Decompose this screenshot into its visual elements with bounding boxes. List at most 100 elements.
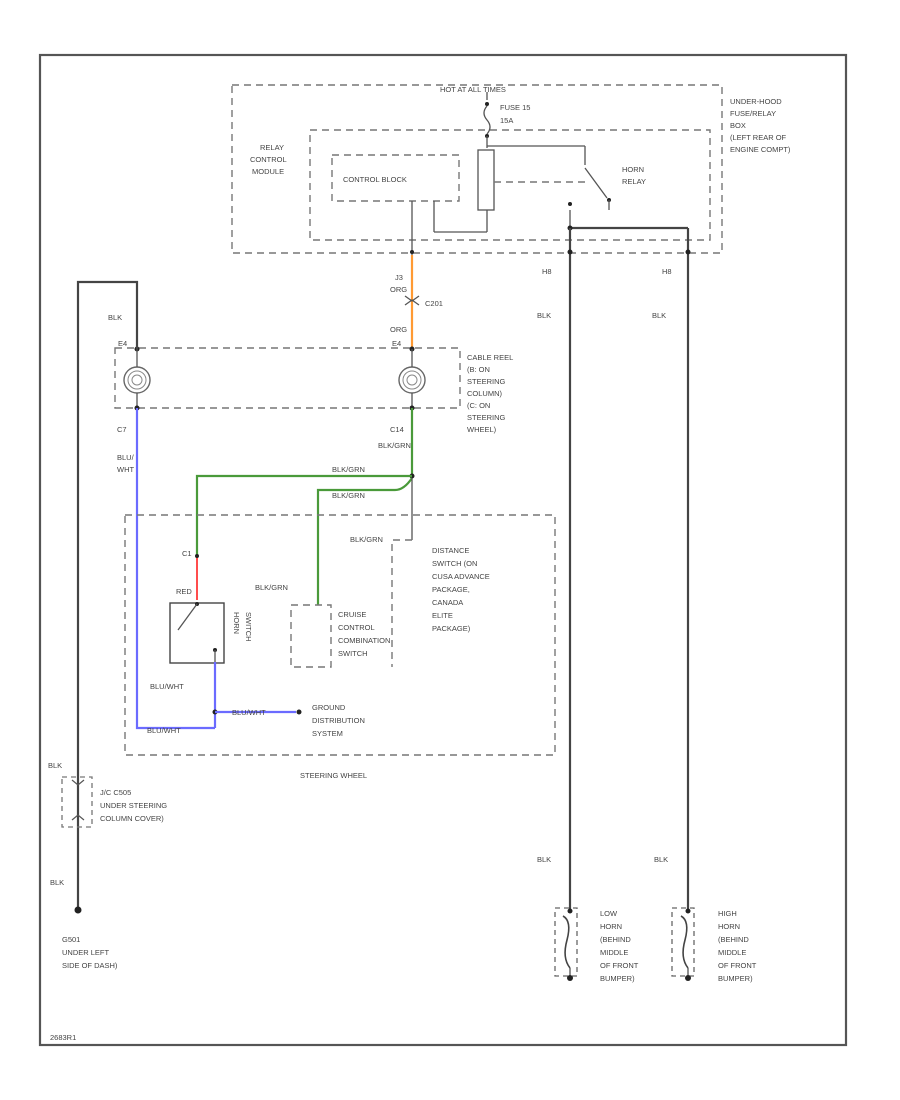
cable-reel-box (114, 347, 461, 409)
label-cable-reel-5: (C: ON (467, 401, 490, 410)
label-cruise-4: SWITCH (338, 649, 368, 658)
label-low-horn-3: (BEHIND (600, 935, 631, 944)
control-block (331, 154, 460, 202)
label-org-2: ORG (390, 325, 407, 334)
high-horn-symbol (671, 907, 695, 981)
label-blu-wht-2: WHT (117, 465, 134, 474)
label-underhood-1: UNDER-HOOD (730, 97, 782, 106)
label-relay-control-module-2: CONTROL (250, 155, 287, 164)
label-pin-j3: J3 (395, 273, 403, 282)
label-e4-left: E4 (118, 339, 127, 348)
label-high-horn-1: HIGH (718, 909, 737, 918)
label-cable-reel-4: COLUMN) (467, 389, 503, 398)
label-cable-reel-6: STEERING (467, 413, 506, 422)
label-steering-wheel: STEERING WHEEL (300, 771, 367, 780)
label-distance-1: DISTANCE (432, 546, 469, 555)
underhood-fuse-relay-box (231, 84, 723, 254)
connector-c201 (404, 295, 420, 306)
cable-reel-left-spring (123, 346, 151, 411)
label-high-horn-6: BUMPER) (718, 974, 753, 983)
label-underhood-3: BOX (730, 121, 746, 130)
label-horn-relay-2: RELAY (622, 177, 646, 186)
horn-relay-switch (567, 146, 688, 231)
blk-grn-wire-cruise (316, 477, 413, 605)
label-fuse-amp: 15A (500, 116, 513, 125)
joint-connector-c505 (61, 776, 93, 828)
label-footer-id: 2683R1 (50, 1033, 76, 1042)
horn-switch (169, 554, 225, 664)
label-horn-switch-2: SWITCH (244, 612, 253, 642)
label-blu-wht-5: BLU/WHT (147, 726, 181, 735)
label-control-block: CONTROL BLOCK (343, 175, 407, 184)
label-g501-1: G501 (62, 935, 80, 944)
label-cable-reel-2: (B: ON (467, 365, 490, 374)
label-distance-4: PACKAGE, (432, 585, 470, 594)
blk-grn-wire-horn (195, 474, 412, 555)
label-distance-2: SWITCH (ON (432, 559, 477, 568)
label-blu-wht-3: BLU/WHT (150, 682, 184, 691)
label-blk-left-mid: BLK (48, 761, 62, 770)
label-blk-grn-3: BLK/GRN (332, 491, 365, 500)
label-low-horn-5: OF FRONT (600, 961, 639, 970)
label-horn-switch-1: HORN (232, 612, 241, 634)
label-low-horn-1: LOW (600, 909, 618, 918)
label-distance-3: CUSA ADVANCE (432, 572, 490, 581)
label-blk-right-top: BLK (652, 311, 666, 320)
label-horn-switch: HORN SWITCH (232, 612, 253, 642)
label-relay-control-module-3: MODULE (252, 167, 284, 176)
label-fuse: FUSE 15 (500, 103, 530, 112)
label-ground-dist-3: SYSTEM (312, 729, 343, 738)
label-blk-grn-5: BLK/GRN (255, 583, 288, 592)
label-blk-mid-top: BLK (537, 311, 551, 320)
label-high-horn-5: OF FRONT (718, 961, 757, 970)
cruise-control-switch-box (290, 604, 332, 668)
ground-g501-symbol (74, 906, 82, 914)
relay-control-module (309, 129, 711, 241)
label-low-horn-2: HORN (600, 922, 622, 931)
label-high-horn-2: HORN (718, 922, 740, 931)
label-cable-reel-7: WHEEL) (467, 425, 497, 434)
label-distance-7: PACKAGE) (432, 624, 471, 633)
horn-relay-coil (433, 136, 590, 233)
label-cable-reel-1: CABLE REEL (467, 353, 513, 362)
diagram-border (38, 53, 848, 1047)
label-ground-dist-1: GROUND (312, 703, 346, 712)
label-blk-grn-4: BLK/GRN (350, 535, 383, 544)
label-cruise-3: COMBINATION (338, 636, 390, 645)
label-jc-3: COLUMN COVER) (100, 814, 164, 823)
label-c201: C201 (425, 299, 443, 308)
label-relay-control-module-1: RELAY (260, 143, 284, 152)
label-hot-at-all-times: HOT AT ALL TIMES (440, 85, 506, 94)
label-e4-mid: E4 (392, 339, 401, 348)
label-underhood-4: (LEFT REAR OF (730, 133, 787, 142)
label-cruise-1: CRUISE (338, 610, 366, 619)
label-high-horn-3: (BEHIND (718, 935, 749, 944)
label-jc-1: J/C C505 (100, 788, 131, 797)
distance-switch-link (391, 539, 412, 667)
label-low-horn-6: BUMPER) (600, 974, 635, 983)
cable-reel-mid-spring (398, 346, 426, 411)
label-blk-high: BLK (654, 855, 668, 864)
label-blu-wht-4: BLU/WHT (232, 708, 266, 717)
label-g501-2: UNDER LEFT (62, 948, 110, 957)
label-underhood-5: ENGINE COMPT) (730, 145, 791, 154)
label-distance-5: CANADA (432, 598, 463, 607)
label-g501-3: SIDE OF DASH) (62, 961, 118, 970)
label-c14: C14 (390, 425, 404, 434)
label-high-horn-4: MIDDLE (718, 948, 746, 957)
label-distance-6: ELITE (432, 611, 453, 620)
blu-wht-wire-left (135, 408, 215, 730)
label-c7: C7 (117, 425, 127, 434)
low-horn-symbol (554, 907, 578, 981)
label-blu-wht-1: BLU/ (117, 453, 135, 462)
label-blk-grn-1: BLK/GRN (378, 441, 411, 450)
label-blk-low: BLK (537, 855, 551, 864)
label-blk-left-top: BLK (108, 313, 122, 322)
label-h8-left: H8 (542, 267, 552, 276)
label-pin-c: C1 (182, 549, 192, 558)
label-cable-reel-3: STEERING (467, 377, 506, 386)
label-org-1: ORG (390, 285, 407, 294)
fuse-15-symbol (483, 92, 491, 138)
label-ground-dist-2: DISTRIBUTION (312, 716, 365, 725)
